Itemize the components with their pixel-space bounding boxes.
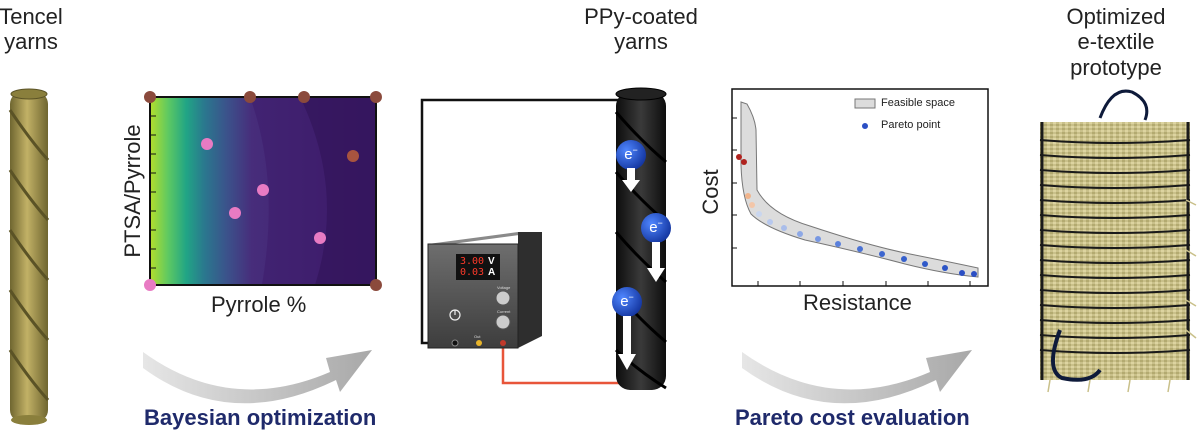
heatmap-point: [244, 91, 256, 103]
psu-indicator-label: Out: [474, 334, 481, 339]
electron-label: e−: [649, 218, 663, 236]
legend-pareto-label: Pareto point: [881, 119, 941, 131]
pareto-point: [741, 159, 747, 165]
psu-current-readout: 0.03: [460, 267, 485, 278]
legend-feasible-swatch: [854, 98, 876, 109]
pareto-plot: [731, 88, 989, 287]
pareto-point: [959, 270, 965, 276]
label-optimized-prototype: Optimized e-textile prototype: [1066, 4, 1166, 80]
pareto-point: [942, 265, 948, 271]
pareto-point: [835, 241, 841, 247]
pareto-point: [781, 225, 787, 231]
psu-knob1-label: Voltage: [497, 285, 511, 290]
psu-knob2-label: Current: [497, 309, 511, 314]
pareto-points: [736, 154, 977, 277]
psu-unit-v: V: [488, 256, 495, 267]
heatmap-point: [298, 91, 310, 103]
heatmap-point: [144, 91, 156, 103]
power-supply: [427, 232, 542, 349]
curved-arrow-right: [742, 350, 972, 404]
heatmap-plot: [144, 91, 382, 291]
heatmap-point: [347, 150, 359, 162]
electron-icon: [616, 140, 646, 170]
electron-label: e−: [620, 292, 634, 310]
pareto-ylabel: Cost: [698, 169, 723, 215]
tencel-yarn: [8, 88, 50, 425]
caption-pareto-cost-evaluation: Pareto cost evaluation: [735, 405, 970, 430]
pareto-point: [745, 193, 751, 199]
heatmap-point: [144, 279, 156, 291]
heatmap-points: [144, 91, 382, 291]
curved-arrow-left: [143, 350, 372, 404]
pareto-point: [857, 246, 863, 252]
heatmap-point: [201, 138, 213, 150]
down-arrow-icon: [622, 168, 640, 192]
heatmap-point: [370, 91, 382, 103]
pareto-point: [922, 261, 928, 267]
psu-unit-a: A: [488, 267, 496, 278]
pareto-point: [756, 211, 762, 217]
pareto-point: [797, 231, 803, 237]
pareto-xlabel: Resistance: [803, 290, 912, 315]
down-arrow-icon: [647, 242, 665, 282]
caption-bayesian-optimization: Bayesian optimization: [144, 405, 377, 430]
red-wire: [501, 343, 624, 385]
psu-voltage-readout: 3.00: [460, 256, 485, 267]
electron-icon: [641, 213, 671, 243]
label-tencel-yarns: Tencel yarns: [0, 4, 63, 55]
pareto-point: [971, 271, 977, 277]
electron-icon: [612, 287, 642, 317]
pareto-point: [767, 219, 773, 225]
pareto-point: [749, 202, 755, 208]
pareto-point: [736, 154, 742, 160]
legend-feasible-label: Feasible space: [881, 97, 955, 109]
pareto-point: [815, 236, 821, 242]
heatmap-ylabel: PTSA/Pyrrole: [120, 124, 145, 258]
heatmap-y-ticks: [150, 115, 156, 269]
electron-label: e−: [624, 145, 638, 163]
heatmap-point: [314, 232, 326, 244]
label-ppy-coated-yarns: PPy-coated yarns: [584, 4, 698, 55]
heatmap-point: [257, 184, 269, 196]
heatmap-xlabel: Pyrrole %: [211, 292, 307, 317]
pareto-point: [879, 251, 885, 257]
legend-pareto-marker: [862, 123, 868, 129]
down-arrow-icon: [618, 316, 636, 370]
heatmap-point: [370, 279, 382, 291]
electrons: [612, 140, 671, 370]
heatmap-point: [229, 207, 241, 219]
e-textile-prototype: [1039, 89, 1197, 393]
pareto-point: [901, 256, 907, 262]
